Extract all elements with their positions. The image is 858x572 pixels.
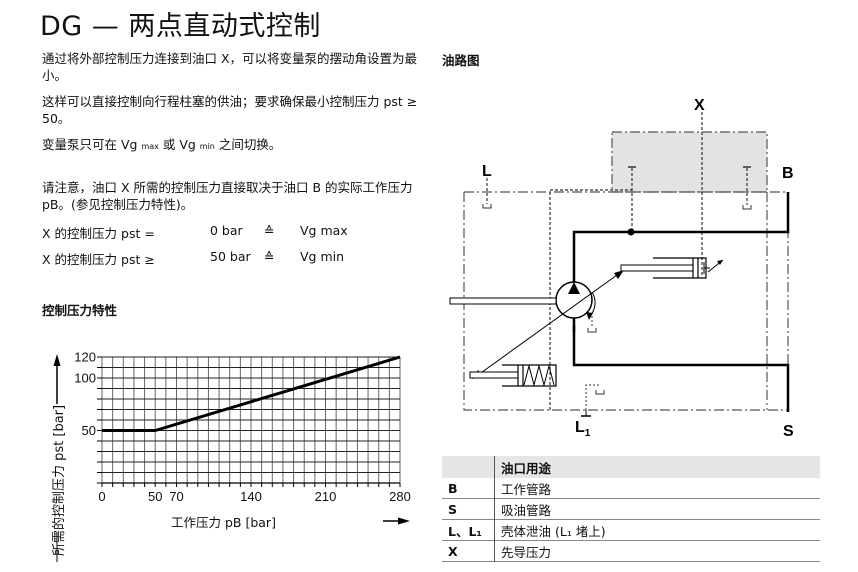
corresponds-symbol: ≙ — [264, 223, 275, 238]
table-row: B 工作管路 — [442, 478, 820, 499]
table-header-port — [442, 456, 495, 478]
use-cell: 先导压力 — [501, 544, 552, 560]
table-row: X 先导压力 — [442, 540, 820, 562]
pressure-label: X 的控制压力 pst = — [42, 226, 155, 241]
port-label-l1: L1 — [575, 419, 591, 439]
port-label-s: S — [783, 423, 794, 440]
svg-text:210: 210 — [315, 489, 337, 504]
intro-paragraph: 通过将外部控制压力连接到油口 X，可以将变量泵的摆动角设置为最小。 — [42, 51, 418, 83]
supply-paragraph: 这样可以直接控制向行程柱塞的供油；要求确保最小控制压力 pst ≥ 50。 — [42, 94, 418, 126]
page-title: DG — 两点直动式控制 — [40, 11, 321, 42]
use-cell: 工作管路 — [501, 481, 552, 497]
table-header-row: 油口用途 — [442, 456, 820, 478]
svg-text:140: 140 — [240, 489, 262, 504]
port-label-l: L — [482, 163, 492, 180]
svg-text:50: 50 — [148, 489, 162, 504]
hydraulic-circuit-diagram: X L B S L1 — [449, 97, 794, 440]
svg-text:100: 100 — [74, 371, 96, 386]
svg-text:70: 70 — [169, 489, 183, 504]
control-pressure-chart: 0 50 70 140 210 280 50 100 120 — [53, 350, 411, 562]
pressure-result: Vg min — [300, 249, 345, 264]
chart-line — [102, 355, 401, 432]
circuit-heading: 油路图 — [442, 53, 480, 68]
svg-text:50: 50 — [82, 423, 96, 438]
corresponds-symbol: ≙ — [264, 249, 275, 264]
use-cell: 壳体泄油 (L₁ 堵上) — [501, 523, 606, 539]
svg-text:120: 120 — [74, 350, 96, 365]
switch-paragraph: 变量泵只可在 Vg max 或 Vg min 之间切换。 — [42, 137, 282, 152]
note-paragraph: 请注意，油口 X 所需的控制压力直接取决于油口 B 的实际工作压力 pB。(参见… — [42, 180, 413, 212]
pressure-value: 0 bar — [210, 223, 243, 238]
table-row: S 吸油管路 — [442, 498, 820, 520]
suction-line-s — [572, 325, 790, 412]
pressure-value: 50 bar — [210, 249, 251, 264]
x-axis-label: 工作压力 pB [bar] — [171, 515, 276, 530]
svg-text:280: 280 — [389, 489, 411, 504]
chart-grid — [97, 356, 401, 487]
port-cell: S — [442, 498, 495, 520]
table-row: L、L₁ 壳体泄油 (L₁ 堵上) — [442, 519, 820, 541]
pressure-label: X 的控制压力 pst ≥ — [42, 252, 155, 267]
table-header-use: 油口用途 — [501, 460, 552, 476]
port-cell: L、L₁ — [442, 519, 495, 541]
use-cell: 吸油管路 — [501, 502, 552, 518]
chart-ticks: 0 50 70 140 210 280 50 100 120 — [74, 350, 411, 505]
port-cell: B — [442, 478, 495, 499]
port-cell: X — [442, 540, 495, 562]
y-axis-label: 所需的控制压力 pst [bar] — [52, 404, 67, 556]
ports-table: 油口用途 B 工作管路 S 吸油管路 L、L₁ 壳体泄油 (L₁ 堵上) X 先… — [442, 456, 820, 562]
chart-heading: 控制压力特性 — [42, 303, 118, 318]
pressure-result: Vg max — [300, 223, 348, 238]
control-valve-block — [611, 131, 768, 193]
port-label-x: X — [694, 97, 705, 114]
pressure-line-b — [572, 192, 790, 332]
svg-text:0: 0 — [98, 489, 105, 504]
port-label-b: B — [782, 165, 794, 182]
